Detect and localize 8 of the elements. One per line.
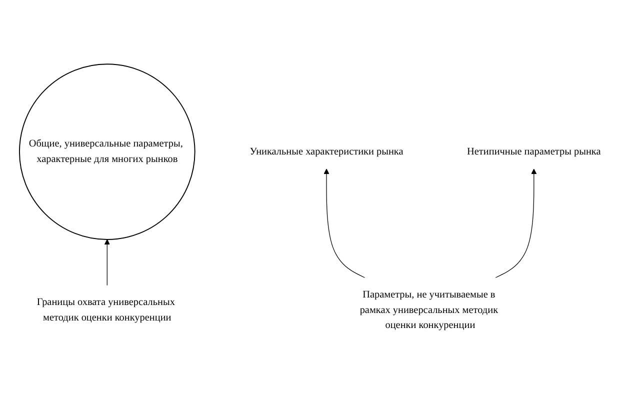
node-text: Нетипичные параметры рынка — [467, 146, 601, 157]
arrow — [324, 168, 366, 278]
arrow — [495, 168, 537, 278]
arrow — [104, 239, 110, 286]
node-circle: Общие, универсальные параметры, характерные для многих рынков — [18, 64, 196, 240]
node-text: Границы охвата универсальных методик оценки конкуренции — [36, 296, 175, 324]
node-text: Параметры, не учитываемые в рамках универсальных методик оценки конкуренции — [360, 289, 498, 331]
node-text: Уникальные характеристики рынка — [250, 146, 404, 157]
